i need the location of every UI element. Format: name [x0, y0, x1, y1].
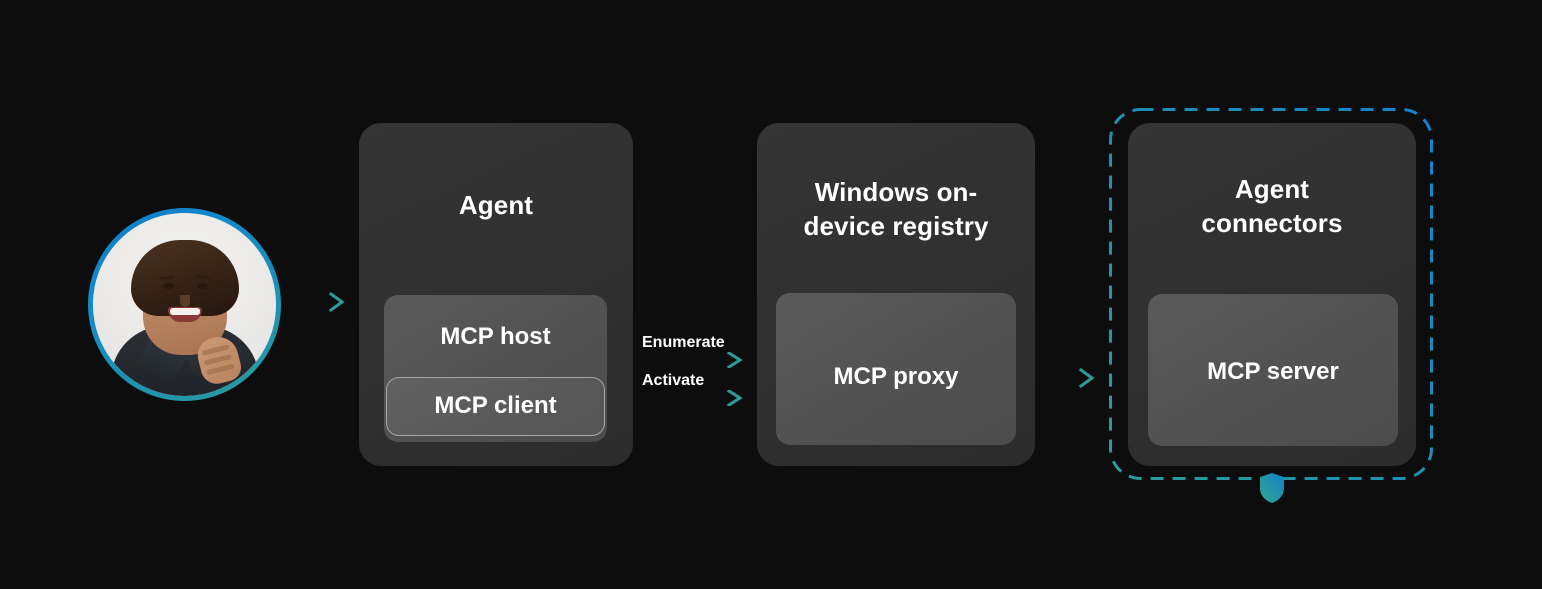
- node-agent-connectors-title: Agent connectors: [1128, 172, 1416, 240]
- node-agent-title: Agent: [458, 190, 534, 220]
- node-mcp-proxy-label: MCP proxy: [833, 363, 959, 390]
- arrow-activate: [642, 390, 743, 406]
- node-mcp-server-label: MCP server: [1207, 358, 1339, 385]
- arrow-proxy-to-server: [1040, 367, 1095, 389]
- avatar-photo: [93, 213, 276, 396]
- node-agent-connectors-title-line2: connectors: [1201, 208, 1343, 238]
- node-mcp-client-label: MCP client: [434, 392, 557, 419]
- node-registry-title: Windows on- device registry: [777, 175, 1015, 243]
- avatar-eye-right: [197, 282, 209, 289]
- node-registry-title-line2: device registry: [803, 211, 989, 241]
- node-mcp-client[interactable]: [386, 377, 605, 436]
- user-avatar: [88, 208, 281, 401]
- edge-label-enumerate: Enumerate: [642, 334, 725, 351]
- shield-icon: [1260, 473, 1284, 503]
- node-agent-connectors-title-line1: Agent: [1234, 174, 1310, 204]
- edge-label-activate: Activate: [642, 372, 705, 389]
- node-mcp-host-label: MCP host: [440, 323, 551, 350]
- avatar-teeth: [169, 308, 200, 316]
- node-mcp-server[interactable]: [1148, 294, 1398, 446]
- avatar-mouth: [167, 307, 202, 323]
- node-mcp-proxy[interactable]: [776, 293, 1016, 445]
- avatar-eye-left: [162, 282, 174, 289]
- node-registry-title-line1: Windows on-: [814, 177, 978, 207]
- arrow-user-to-agent: [290, 291, 345, 313]
- avatar-nose: [179, 295, 190, 308]
- arrow-enumerate: [642, 352, 743, 368]
